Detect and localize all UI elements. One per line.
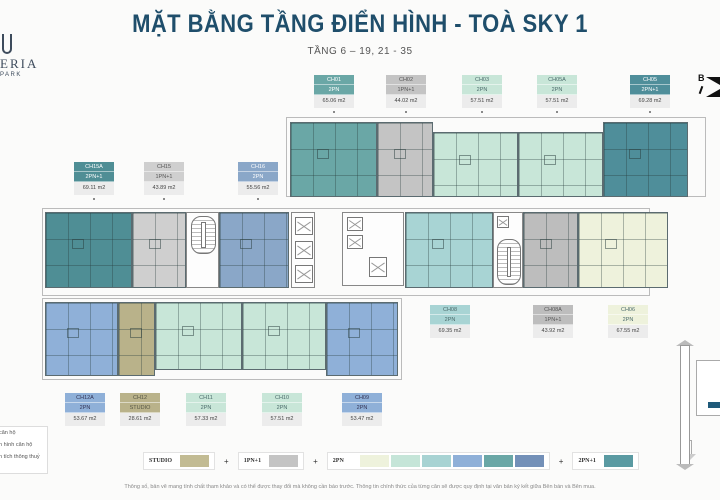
unit-tag-ch11[interactable]: CH11 2PN 57.33 m2	[186, 393, 226, 426]
swatch-2pn-2	[390, 455, 420, 467]
unit-ch05-plan[interactable]	[603, 122, 688, 197]
elevator-icon	[369, 257, 387, 277]
unit-ch10-plan[interactable]	[242, 302, 326, 370]
unit-type-legend: STUDIO + 1PN+1 + 2PN + 2PN+1	[143, 452, 639, 470]
unit-tag-ch08a[interactable]: CH08A 1PN+1 43.92 m2	[533, 305, 573, 338]
stair-core-left	[186, 212, 219, 288]
page-title: MẶT BẰNG TẦNG ĐIỂN HÌNH - TOÀ SKY 1	[132, 10, 588, 38]
swatch-2pn-6	[514, 455, 544, 467]
unit-tag-ch01[interactable]: CH01 2PN 65.06 m2	[314, 75, 354, 113]
legend-2pn1: 2PN+1	[572, 452, 639, 470]
elevator-icon	[347, 217, 363, 231]
elevator-icon	[295, 265, 313, 283]
unit-tag-ch06[interactable]: CH06 2PN 67.55 m2	[608, 305, 648, 338]
service-core	[342, 212, 404, 286]
brand-mark-icon	[2, 34, 12, 54]
tower-location-marker	[708, 402, 720, 408]
site-key-plan	[670, 340, 720, 470]
unit-ch09-plan[interactable]	[326, 302, 398, 376]
unit-tag-ch05[interactable]: CH05 2PN+1 69.28 m2	[630, 75, 670, 113]
arrow-up-icon	[676, 340, 694, 346]
unit-tag-ch05a[interactable]: CH05A 2PN 57.51 m2	[537, 75, 577, 113]
unit-ch01-plan[interactable]	[290, 122, 377, 197]
swatch-studio	[180, 455, 210, 467]
swatch-2pn-5	[483, 455, 513, 467]
unit-ch03-plan[interactable]	[433, 132, 518, 197]
unit-ch12a-plan[interactable]	[45, 302, 118, 376]
unit-ch16-plan[interactable]	[219, 212, 289, 288]
elevator-icon	[497, 216, 509, 228]
swatch-1pn1	[269, 455, 299, 467]
unit-ch02-plan[interactable]	[377, 122, 433, 197]
arrow-down-icon	[676, 464, 694, 470]
unit-tag-ch12[interactable]: CH12 STUDIO 28.61 m2	[120, 393, 160, 426]
legend-2pn: 2PN	[326, 452, 550, 470]
elevator-icon	[347, 235, 363, 249]
unit-ch11-plan[interactable]	[155, 302, 242, 370]
unit-tag-ch16[interactable]: CH16 2PN 55.56 m2	[238, 162, 278, 200]
legend-unit-type: n hình căn hộ	[0, 442, 33, 448]
unit-ch12-plan[interactable]	[118, 302, 155, 376]
floor-range-subtitle: TẦNG 6 – 19, 21 - 35	[307, 46, 413, 57]
logo-brand-text: ERIA	[0, 56, 39, 71]
stair-core-right	[493, 212, 523, 288]
swatch-2pn-3	[421, 455, 451, 467]
building-outline-bottom	[42, 298, 402, 380]
unit-ch15a-plan[interactable]	[45, 212, 132, 288]
north-arrow-icon: B	[698, 73, 720, 103]
unit-ch06-plan[interactable]	[578, 212, 668, 288]
swatch-2pn-4	[452, 455, 482, 467]
stair-icon	[191, 216, 216, 254]
swatch-2pn1	[603, 455, 633, 467]
elevator-icon	[295, 241, 313, 259]
tag-info-legend: căn hộ n hình căn hộ n tích thông thuỷ	[0, 426, 48, 474]
unit-tag-ch15[interactable]: CH15 1PN+1 43.89 m2	[144, 162, 184, 200]
unit-tag-ch15a[interactable]: CH15A 2PN+1 69.11 m2	[74, 162, 114, 200]
unit-tag-ch12a[interactable]: CH12A 2PN 53.67 m2	[65, 393, 105, 426]
elevator-icon	[295, 217, 313, 235]
unit-ch15-plan[interactable]	[132, 212, 186, 288]
unit-ch05a-plan[interactable]	[518, 132, 603, 197]
unit-tag-ch08[interactable]: CH08 2PN 69.35 m2	[430, 305, 470, 338]
project-logo: ERIA PARK	[0, 32, 60, 82]
swatch-2pn-1	[359, 455, 389, 467]
disclaimer-text: Thông số, bản vẽ mang tính chất tham khả…	[124, 484, 596, 490]
unit-tag-ch09[interactable]: CH09 2PN 53.47 m2	[342, 393, 382, 426]
unit-tag-ch03[interactable]: CH03 2PN 57.51 m2	[462, 75, 502, 113]
logo-sub-text: PARK	[0, 72, 22, 78]
legend-unit-code: căn hộ	[0, 430, 16, 436]
stair-icon	[497, 239, 521, 285]
legend-net-area: n tích thông thuỷ	[0, 454, 40, 460]
shaft-column	[291, 212, 315, 288]
road	[680, 345, 690, 465]
unit-ch08-plan[interactable]	[405, 212, 493, 288]
legend-1pn1: 1PN+1	[237, 452, 305, 470]
compass-label: B	[698, 73, 705, 83]
unit-tag-ch02[interactable]: CH02 1PN+1 44.02 m2	[386, 75, 426, 113]
unit-ch08a-plan[interactable]	[523, 212, 578, 288]
legend-studio: STUDIO	[143, 452, 216, 470]
unit-tag-ch10[interactable]: CH10 2PN 57.51 m2	[262, 393, 302, 426]
